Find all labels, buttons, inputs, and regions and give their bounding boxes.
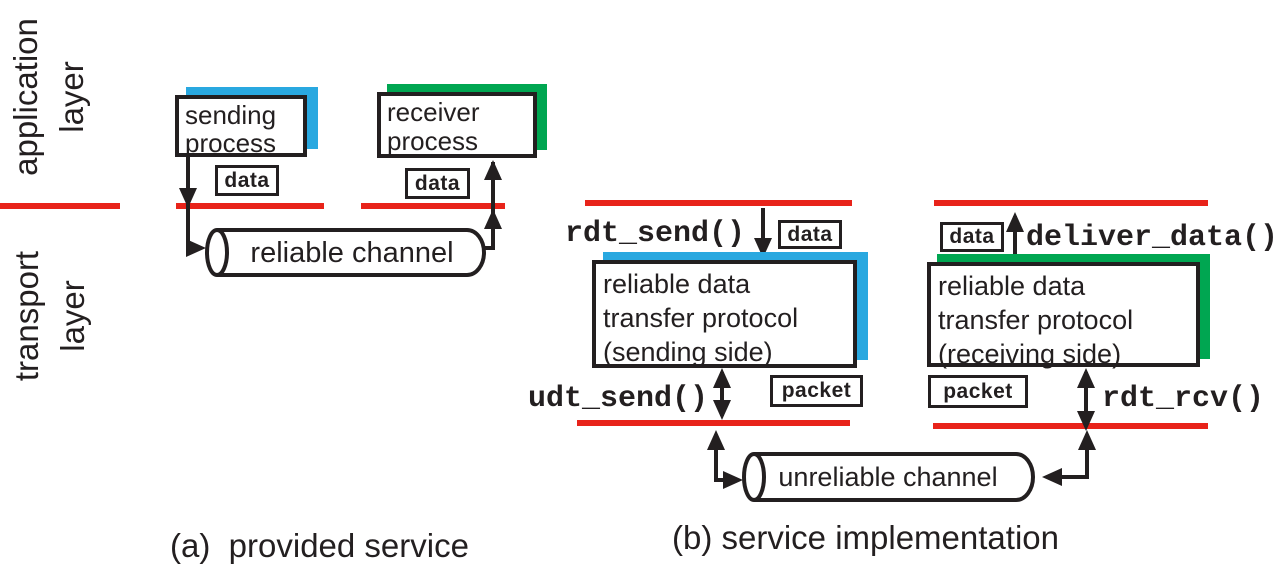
sending-process-line1: sending — [185, 100, 277, 130]
sending-process-box: sending process — [175, 95, 307, 157]
up-arrowhead-icon — [1006, 212, 1024, 232]
packet-tag: packet — [770, 375, 863, 407]
data-tag-label: data — [949, 225, 995, 248]
data-tag: data — [778, 220, 842, 249]
deliver-data-call-label: deliver_data() — [1026, 221, 1279, 255]
packet-tag-label: packet — [781, 379, 852, 402]
rdt-sender-line2: transfer protocol — [603, 303, 799, 333]
up-arrowhead-icon — [1077, 368, 1095, 388]
caption-service-implementation: (b) service implementation — [672, 519, 1059, 556]
down-arrowhead-icon — [179, 188, 197, 208]
udt-send-call-label: udt_send() — [528, 382, 709, 416]
up-arrowhead-icon — [1078, 430, 1096, 450]
up-arrowhead-icon — [713, 368, 731, 388]
sending-process-line2: process — [185, 128, 277, 158]
cylinder-end-cap — [742, 452, 766, 502]
rdt-receiver-line3: (receiving side) — [938, 339, 1122, 369]
rdt-receiver-line2: transfer protocol — [938, 305, 1134, 335]
rdt-sender-line1: reliable data — [603, 269, 751, 299]
right-arrowhead-icon — [186, 239, 206, 257]
down-arrowhead-icon — [754, 238, 772, 258]
application-layer-line1: application — [7, 18, 44, 176]
data-tag-label: data — [224, 168, 270, 192]
rdt-rcv-call-label: rdt_rcv() — [1102, 382, 1265, 416]
reliable-channel-cylinder — [217, 228, 486, 277]
data-tag: data — [940, 222, 1004, 252]
caption-provided-service: (a) provided service — [170, 527, 469, 564]
cylinder-end-cap — [205, 228, 229, 277]
rdt-send-call-label: rdt_send() — [565, 217, 746, 251]
receiver-process-line1: receiver — [387, 97, 480, 127]
unreliable-channel-cylinder — [754, 452, 1035, 502]
layer-label-transport: transport layer — [4, 231, 96, 401]
transport-layer-line1: transport — [8, 250, 45, 382]
data-tag: data — [215, 165, 279, 196]
left-arrowhead-icon — [1042, 468, 1062, 486]
packet-tag-label: packet — [943, 379, 1013, 403]
right-arrowhead-icon — [723, 471, 743, 489]
rdt-sender-box: reliable data transfer protocol (sending… — [592, 260, 857, 368]
transport-layer-line2: layer — [54, 280, 91, 352]
up-arrowhead-icon — [484, 209, 502, 229]
reliable-channel-label: reliable channel — [250, 237, 454, 269]
rdt-receiver-box: reliable data transfer protocol (receivi… — [927, 262, 1200, 369]
data-tag-label: data — [787, 222, 833, 246]
layer-label-application: application layer — [3, 0, 95, 202]
rdt-receiver-line1: reliable data — [938, 271, 1086, 301]
receiver-process-box: receiver process — [377, 92, 537, 158]
unreliable-channel-label: unreliable channel — [778, 462, 998, 492]
up-arrowhead-icon — [484, 160, 502, 180]
down-arrowhead-icon — [1077, 411, 1095, 431]
unreliable-channel-to-receiver-arrow — [1050, 436, 1089, 479]
packet-tag: packet — [928, 375, 1028, 408]
receiver-process-line2: process — [387, 126, 479, 156]
data-tag-label: data — [414, 171, 461, 195]
down-arrowhead-icon — [713, 400, 731, 420]
up-arrowhead-icon — [707, 430, 725, 450]
rdt-sender-line3: (sending side) — [603, 337, 773, 367]
data-tag: data — [405, 168, 470, 199]
application-layer-line2: layer — [53, 61, 90, 133]
